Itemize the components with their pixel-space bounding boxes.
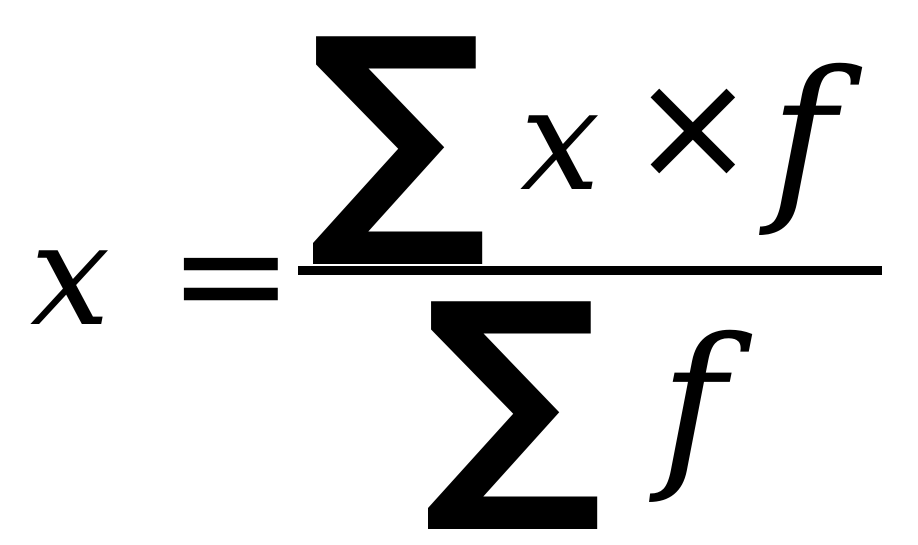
denominator-variable-f: f xyxy=(660,300,726,507)
equals-sign: = xyxy=(168,188,294,362)
multiplication-sign: × xyxy=(630,40,756,214)
numerator-variable-f: f xyxy=(770,33,836,240)
numerator-variable-x: x xyxy=(520,58,601,223)
fraction-bar xyxy=(298,266,882,275)
lhs-variable-x: x xyxy=(30,193,111,358)
denominator-sigma-symbol: ∑ xyxy=(423,249,603,540)
numerator-sigma-symbol: ∑ xyxy=(308,0,488,275)
